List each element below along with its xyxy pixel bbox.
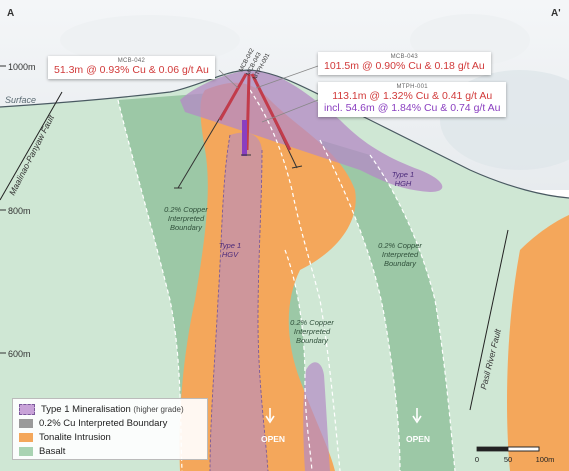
section-label-a: A: [7, 8, 14, 19]
legend-item-basalt: Basalt: [19, 444, 207, 458]
type1-hgh-line1: Type 1: [392, 170, 414, 179]
pasil-river-fault-line: [469, 229, 509, 411]
drill-holes: [174, 73, 303, 189]
boundary-label-1-line1: 0.2% Copper: [164, 205, 208, 214]
interpreted-boundary-lines: [117, 89, 456, 471]
boundary-label-2-line2: Interpreted: [382, 250, 419, 259]
mineralisation-hgv: [210, 132, 268, 471]
open-label-west: OPEN: [261, 434, 285, 444]
callout-mtph-001: MTPH-001 113.1m @ 1.32% Cu & 0.41 g/t Au…: [318, 82, 507, 117]
boundary-label-3-line1: 0.2% Copper: [290, 318, 334, 327]
maalinao-panyaw-fault-line: [0, 91, 63, 201]
mineralisation-outlines: [209, 134, 269, 471]
legend-note: (higher grade): [133, 404, 184, 414]
scale-bar: 0 50 100m: [475, 446, 555, 464]
callout-hole-id: MCB-042: [117, 58, 146, 64]
legend-item-mineralisation: Type 1 Mineralisation (higher grade): [19, 402, 207, 416]
callout-result: 101.5m @ 0.90% Cu & 0.18 g/t Au: [324, 60, 485, 72]
boundary-label-3-line2: Interpreted: [294, 327, 331, 336]
callout-mcb-042: MCB-042 51.3m @ 0.93% Cu & 0.06 g/t Au: [48, 56, 215, 79]
copper-boundary-east: [320, 140, 455, 471]
legend-label: 0.2% Cu Interpreted Boundary: [39, 417, 168, 429]
callout-hole-id: MCB-043: [390, 54, 419, 60]
legend-swatch: [19, 446, 33, 456]
elevation-axis: 1000m 800m 600m: [0, 62, 36, 359]
legend-swatch: [19, 432, 33, 442]
copper-boundary-inner: [285, 240, 360, 471]
type1-hgv-line1: Type 1: [219, 241, 241, 250]
open-marker-west: OPEN: [261, 408, 285, 444]
legend-swatch: [19, 418, 33, 428]
boundary-label-2-line1: 0.2% Copper: [378, 241, 422, 250]
callout-result: 113.1m @ 1.32% Cu & 0.41 g/t Au: [332, 90, 493, 102]
elevation-label-800: 800m: [8, 206, 31, 216]
boundary-labels: 0.2% Copper Interpreted Boundary 0.2% Co…: [164, 205, 422, 345]
boundary-label-1-line3: Boundary: [170, 223, 203, 232]
boundary-label-2-line3: Boundary: [384, 259, 417, 268]
elevation-label-600: 600m: [8, 349, 31, 359]
legend: Type 1 Mineralisation (higher grade) 0.2…: [12, 398, 208, 460]
mineralisation-labels: Type 1 HGV Type 1 HGH: [219, 170, 414, 259]
legend-label: Basalt: [39, 445, 66, 457]
tonalite-intrusion-east: [507, 215, 569, 471]
ground-surface: [0, 69, 569, 199]
mineralisation-lower: [303, 362, 330, 471]
section-label-a-prime: A': [551, 8, 561, 19]
surface-label: Surface: [5, 95, 36, 105]
callout-leaders: [218, 65, 319, 123]
legend-label: Type 1 Mineralisation: [41, 403, 131, 415]
open-marker-east: OPEN: [406, 408, 430, 444]
boundary-label-3-line3: Boundary: [296, 336, 329, 345]
callout-mcb-043: MCB-043 101.5m @ 0.90% Cu & 0.18 g/t Au: [318, 52, 491, 75]
scale-label-100: 100m: [536, 455, 555, 464]
callout-result-incl: incl. 54.6m @ 1.84% Cu & 0.74 g/t Au: [324, 102, 501, 114]
legend-swatch: [19, 403, 35, 415]
callout-hole-id: MTPH-001: [396, 84, 428, 90]
scale-label-50: 50: [504, 455, 512, 464]
open-label-east: OPEN: [406, 434, 430, 444]
type1-hgv-line2: HGV: [222, 250, 239, 259]
mineralisation-upper: [180, 70, 443, 192]
legend-item-boundary: 0.2% Cu Interpreted Boundary: [19, 416, 207, 430]
callout-result: 51.3m @ 0.93% Cu & 0.06 g/t Au: [54, 64, 209, 76]
legend-label: Tonalite Intrusion: [39, 431, 111, 443]
legend-item-tonalite: Tonalite Intrusion: [19, 430, 207, 444]
type1-hgh-line2: HGH: [395, 179, 412, 188]
boundary-label-1-line2: Interpreted: [168, 214, 205, 223]
scale-label-0: 0: [475, 455, 479, 464]
elevation-label-1000: 1000m: [8, 62, 36, 72]
